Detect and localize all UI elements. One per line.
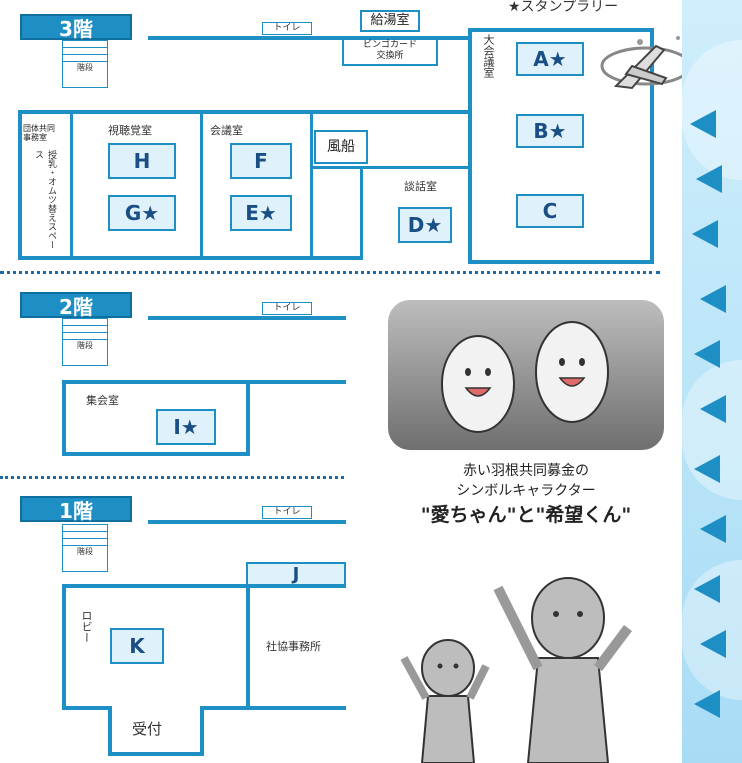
stairs-2f-label: 階段 — [77, 341, 93, 350]
airplane-icon — [600, 36, 692, 90]
uketsuke-label: 受付 — [132, 720, 163, 738]
stairs-2f: 階段 — [62, 318, 108, 366]
caption-line2: シンボルキャラクター — [456, 483, 596, 499]
kyuto-room: 給湯室 — [360, 10, 420, 32]
floor-3-label: 3階 — [20, 14, 132, 41]
stairs-3f: 階段 — [62, 40, 108, 88]
room-i: I★ — [156, 409, 216, 445]
room-b: B★ — [516, 114, 584, 148]
room-c: C — [516, 194, 584, 228]
kaigi-label: 会議室 — [210, 124, 243, 137]
shukai-label: 集会室 — [86, 394, 119, 407]
character-photo — [388, 300, 664, 450]
dantai-label: 団体共同 事務室 — [23, 124, 55, 142]
dantai-line2: 事務室 — [23, 133, 47, 142]
dantai-line1: 団体共同 — [23, 124, 55, 133]
people-illustration — [400, 577, 632, 763]
fusen-room: 風船 — [314, 130, 368, 164]
shichokaku-label: 視聴覚室 — [108, 124, 152, 137]
stairs-1f: 階段 — [62, 524, 108, 572]
room-h: H — [108, 143, 176, 179]
room-a: A★ — [516, 42, 584, 76]
bingo-line2: 交換所 — [376, 51, 404, 61]
floor-1-label: 1階 — [20, 496, 132, 523]
junyu-label: 授乳・オムツ替えスペース — [33, 150, 56, 249]
stairs-1f-label: 階段 — [77, 547, 93, 556]
floor-separator-3-2 — [0, 271, 660, 274]
stamp-rally-legend: ★スタンプラリー — [508, 0, 619, 15]
lobby-label: ロビー — [80, 610, 93, 643]
room-f: F — [230, 143, 292, 179]
toilet-3f: トイレ — [262, 22, 312, 35]
character-caption: 赤い羽根共同募金の シンボルキャラクター "愛ちゃん"と"希望くん" — [382, 460, 670, 527]
shakyo-label: 社協事務所 — [266, 640, 321, 653]
stairs-3f-label: 階段 — [77, 63, 93, 72]
floor-2-label: 2階 — [20, 292, 132, 319]
toilet-1f: トイレ — [262, 506, 312, 519]
room-k: K — [110, 628, 164, 664]
daikaigi-label: 大会議室 — [482, 34, 495, 78]
caption-line1: 赤い羽根共同募金の — [463, 463, 589, 479]
bingo-exchange: ビンゴカード 交換所 — [342, 38, 438, 66]
room-d: D★ — [398, 207, 452, 243]
danwa-label: 談話室 — [404, 180, 437, 193]
toilet-2f: トイレ — [262, 302, 312, 315]
room-g: G★ — [108, 195, 176, 231]
caption-line3: "愛ちゃん"と"希望くん" — [420, 504, 632, 526]
floor-separator-2-1 — [0, 476, 344, 479]
bingo-line1: ビンゴカード — [362, 40, 417, 50]
room-e: E★ — [230, 195, 292, 231]
